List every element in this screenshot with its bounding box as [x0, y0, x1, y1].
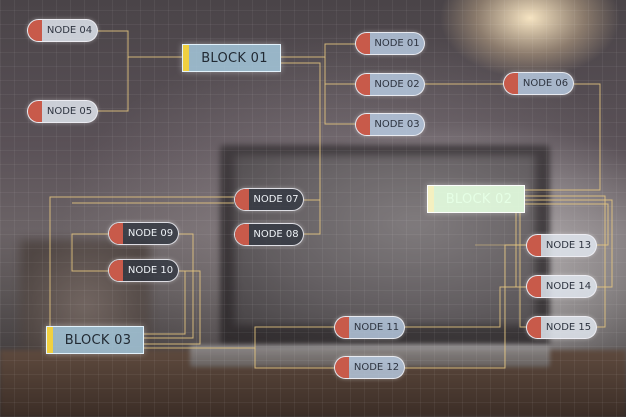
node-cap — [356, 114, 370, 135]
node-cap — [335, 357, 349, 378]
node-03-label: NODE 03 — [374, 119, 420, 130]
node-cap — [335, 317, 349, 338]
node-cap — [527, 317, 541, 338]
node-cap — [356, 74, 370, 95]
node-cap — [235, 189, 249, 210]
node-09-label: NODE 09 — [127, 228, 174, 239]
node-01: NODE 01 — [355, 32, 425, 55]
node-cap — [527, 276, 541, 297]
node-11-label: NODE 11 — [353, 322, 400, 333]
node-05-label: NODE 05 — [46, 106, 93, 117]
node-08: NODE 08 — [234, 223, 304, 246]
node-11: NODE 11 — [334, 316, 405, 339]
block-03: BLOCK 03 — [46, 326, 144, 354]
node-cap — [527, 235, 541, 256]
node-07-label: NODE 07 — [253, 194, 299, 205]
node-cap — [28, 101, 42, 122]
node-cap — [235, 224, 249, 245]
node-13: NODE 13 — [526, 234, 597, 257]
node-12: NODE 12 — [334, 356, 405, 379]
node-15-label: NODE 15 — [545, 322, 592, 333]
node-03: NODE 03 — [355, 113, 425, 136]
node-cap — [28, 20, 42, 41]
node-09: NODE 09 — [108, 222, 179, 245]
block-02: BLOCK 02 — [427, 185, 525, 213]
block-accent — [183, 45, 189, 71]
block-03-label: BLOCK 03 — [64, 332, 132, 348]
node-12-label: NODE 12 — [353, 362, 400, 373]
node-13-label: NODE 13 — [545, 240, 592, 251]
node-05: NODE 05 — [27, 100, 98, 123]
node-01-label: NODE 01 — [374, 38, 420, 49]
node-cap — [356, 33, 370, 54]
block-accent — [428, 186, 434, 212]
node-10: NODE 10 — [108, 259, 179, 282]
node-10-label: NODE 10 — [127, 265, 174, 276]
block-01-label: BLOCK 01 — [201, 50, 268, 66]
block-02-label: BLOCK 02 — [445, 191, 513, 207]
node-14: NODE 14 — [526, 275, 597, 298]
node-04-label: NODE 04 — [46, 25, 93, 36]
block-accent — [47, 327, 53, 353]
node-08-label: NODE 08 — [253, 229, 299, 240]
node-07: NODE 07 — [234, 188, 304, 211]
node-cap — [504, 73, 518, 94]
node-cap — [109, 260, 123, 281]
node-15: NODE 15 — [526, 316, 597, 339]
node-02-label: NODE 02 — [374, 79, 420, 90]
block-01: BLOCK 01 — [182, 44, 281, 72]
node-06: NODE 06 — [503, 72, 574, 95]
node-14-label: NODE 14 — [545, 281, 592, 292]
node-06-label: NODE 06 — [522, 78, 569, 89]
node-04: NODE 04 — [27, 19, 98, 42]
node-02: NODE 02 — [355, 73, 425, 96]
node-cap — [109, 223, 123, 244]
